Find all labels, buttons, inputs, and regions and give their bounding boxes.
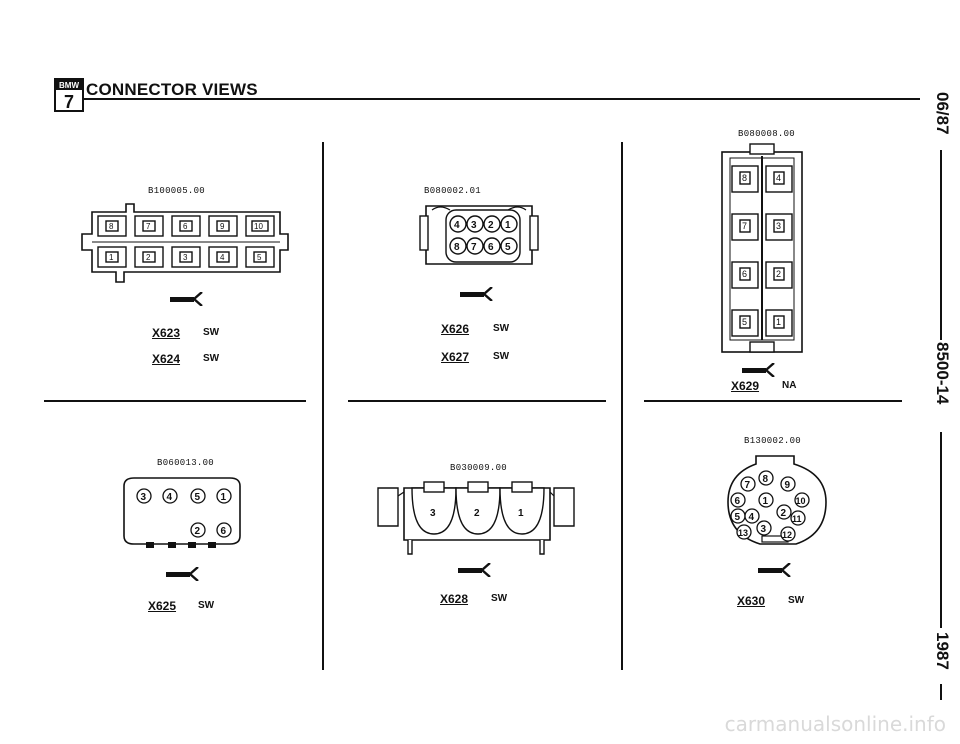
- svg-text:6: 6: [221, 526, 227, 537]
- logo-text: BMW: [59, 81, 79, 90]
- svg-text:4: 4: [454, 220, 460, 231]
- column-divider-2: [621, 142, 623, 670]
- connector-ref: B130002.00: [744, 436, 802, 446]
- connector-id: X629: [731, 379, 760, 393]
- svg-text:10: 10: [254, 222, 263, 231]
- wire-color: SW: [493, 351, 510, 362]
- wire-color: SW: [788, 595, 805, 606]
- svg-text:7: 7: [146, 222, 151, 231]
- connector-id: X624: [152, 352, 181, 366]
- svg-text:5: 5: [742, 317, 747, 327]
- view-direction-arrow-icon: [758, 563, 791, 577]
- svg-text:2: 2: [474, 508, 480, 519]
- svg-text:5: 5: [195, 492, 201, 503]
- connector-ref: B080002.01: [424, 186, 482, 196]
- connector-diagram-x628: 3 2 1: [377, 481, 575, 555]
- svg-text:2: 2: [781, 508, 787, 519]
- svg-text:2: 2: [146, 253, 151, 262]
- side-page-number: 8500-14: [933, 342, 952, 405]
- svg-text:6: 6: [742, 269, 747, 279]
- connector-ref: B100005.00: [148, 186, 206, 196]
- view-direction-arrow-icon: [458, 563, 491, 577]
- svg-text:11: 11: [792, 514, 802, 524]
- connector-id: X627: [441, 350, 470, 364]
- connector-id: X626: [441, 322, 470, 336]
- svg-text:2: 2: [776, 269, 781, 279]
- connector-diagram-x630: 7 8 9 6 1 10 5 4 2 11 13 3 12: [727, 455, 827, 545]
- wire-color: SW: [203, 327, 220, 338]
- svg-text:1: 1: [221, 492, 227, 503]
- connector-id: X630: [737, 594, 766, 608]
- svg-text:5: 5: [735, 512, 741, 523]
- svg-text:10: 10: [796, 496, 806, 506]
- svg-text:9: 9: [785, 480, 791, 491]
- svg-text:8: 8: [454, 242, 460, 253]
- svg-text:2: 2: [488, 220, 494, 231]
- row-divider-2: [348, 400, 606, 402]
- connector-id: X623: [152, 326, 181, 340]
- svg-text:1: 1: [763, 496, 769, 507]
- connector-ref: B080008.00: [738, 129, 796, 139]
- connector-diagram-x625: 3 4 5 1 2 6: [123, 477, 241, 548]
- svg-text:1: 1: [776, 317, 781, 327]
- svg-text:8: 8: [742, 173, 747, 183]
- svg-text:8: 8: [109, 222, 114, 231]
- svg-text:4: 4: [167, 492, 173, 503]
- row-divider-3: [644, 400, 902, 402]
- column-divider-1: [322, 142, 324, 670]
- svg-text:6: 6: [735, 496, 741, 507]
- connector-diagram-x626: 4 3 2 1 8 7 6 5: [419, 205, 539, 265]
- view-direction-arrow-icon: [460, 287, 493, 301]
- side-date: 06/87: [933, 92, 952, 135]
- svg-text:4: 4: [776, 173, 781, 183]
- svg-text:3: 3: [183, 253, 188, 262]
- watermark: carmanualsonline.info: [724, 712, 946, 736]
- svg-text:1: 1: [518, 508, 524, 519]
- svg-text:7: 7: [471, 242, 477, 253]
- connector-diagram-x623: 8 7 6 9 10 1 2 3 4 5: [81, 203, 289, 283]
- svg-text:3: 3: [761, 524, 767, 535]
- wire-color: SW: [198, 600, 215, 611]
- svg-text:4: 4: [220, 253, 225, 262]
- svg-text:9: 9: [220, 222, 225, 231]
- svg-text:1: 1: [505, 220, 511, 231]
- wire-color: SW: [203, 353, 220, 364]
- header-rule: [84, 98, 920, 100]
- page-title: CONNECTOR VIEWS: [86, 80, 258, 99]
- connector-diagram-x629: 8 4 7 3 6 2 5 1: [721, 143, 803, 353]
- view-direction-arrow-icon: [166, 567, 199, 581]
- svg-text:5: 5: [257, 253, 262, 262]
- wire-color: SW: [493, 323, 510, 334]
- connector-id: X628: [440, 592, 469, 606]
- connector-ref: B030009.00: [450, 463, 508, 473]
- side-year: 1987: [933, 632, 952, 670]
- view-direction-arrow-icon: [170, 292, 203, 306]
- svg-text:6: 6: [183, 222, 188, 231]
- svg-text:2: 2: [195, 526, 201, 537]
- connector-ref: B060013.00: [157, 458, 215, 468]
- row-divider-1: [44, 400, 306, 402]
- svg-text:5: 5: [505, 242, 511, 253]
- svg-text:7: 7: [745, 480, 751, 491]
- svg-text:8: 8: [763, 474, 769, 485]
- svg-text:13: 13: [738, 528, 748, 538]
- svg-text:3: 3: [430, 508, 436, 519]
- svg-text:4: 4: [749, 512, 755, 523]
- svg-text:1: 1: [109, 253, 114, 262]
- svg-text:6: 6: [488, 242, 494, 253]
- view-direction-arrow-icon: [742, 363, 775, 377]
- wire-color: SW: [491, 593, 508, 604]
- svg-text:3: 3: [776, 221, 781, 231]
- wire-color: NA: [782, 380, 797, 391]
- svg-text:3: 3: [471, 220, 477, 231]
- connector-id: X625: [148, 599, 177, 613]
- svg-text:7: 7: [742, 221, 747, 231]
- logo-number: 7: [64, 92, 74, 112]
- svg-text:3: 3: [141, 492, 147, 503]
- bmw-7-logo: BMW 7: [54, 78, 84, 112]
- svg-text:12: 12: [782, 530, 792, 540]
